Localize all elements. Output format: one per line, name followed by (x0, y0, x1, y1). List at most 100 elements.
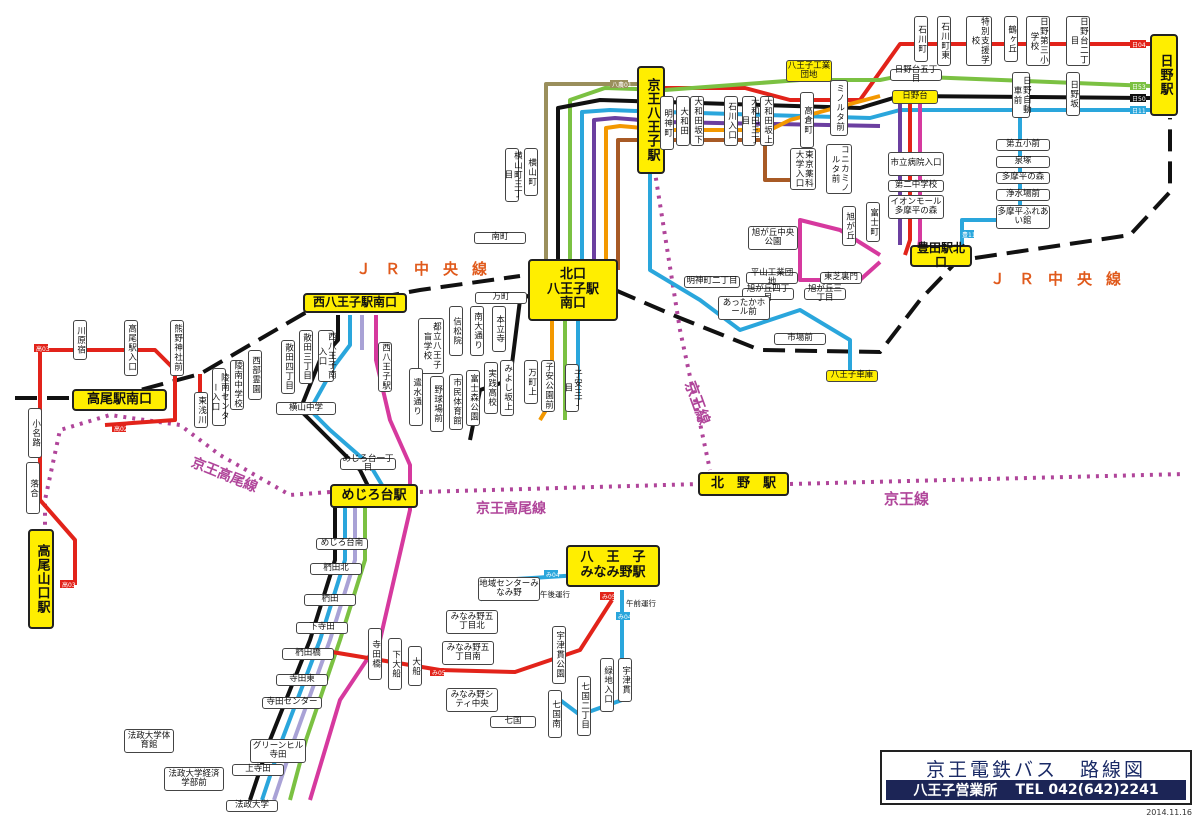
bus-stop: みなみ野五丁目北 (446, 610, 498, 634)
bus-stop: 市立病院入口 (888, 152, 944, 176)
svg-text:高03: 高03 (62, 581, 76, 589)
station-kitano[interactable]: 北 野 駅 (698, 472, 789, 496)
svg-text:み04: み04 (618, 614, 632, 621)
bus-stop: 旭が丘 (842, 206, 856, 246)
jr-chuo-label-west: ＪＲ中央線 (356, 260, 502, 278)
keio-line (43, 159, 1186, 540)
svg-text:日04: 日04 (1132, 42, 1146, 49)
station-hino[interactable]: 日野駅 (1150, 34, 1178, 116)
bus-stop: 陵南中学校 (230, 360, 244, 410)
bus-stop: 下大船 (388, 638, 402, 690)
bus-stop: 横山町 (524, 148, 538, 196)
bus-stop: 野球場前 (430, 376, 444, 432)
station-mejirodai[interactable]: めじろ台駅 (330, 484, 418, 508)
bus-stop: 石川町 (914, 16, 928, 62)
bus-stop: 日野自動車前 (1012, 72, 1031, 118)
svg-text:高02: 高02 (114, 425, 128, 433)
bus-stop: 大和田三丁目 (740, 96, 760, 146)
bus-stop: 浄水場前 (996, 189, 1050, 201)
bus-stop: 寺田センター (262, 697, 322, 709)
bus-stop: 熊野神社前 (170, 320, 184, 376)
map-date: 2014.11.16 (1146, 808, 1192, 817)
bus-stop: 本立寺 (492, 306, 506, 352)
bus-stop: 特別支援学校 (966, 16, 992, 66)
bus-stop: 富士森公園 (466, 370, 480, 426)
bus-stop: 七国二丁目 (577, 676, 591, 736)
bus-stop: 信松院 (449, 306, 463, 356)
bus-stop: 散田三丁目 (299, 330, 313, 384)
bus-stop: 宇津貫公園 (552, 626, 566, 684)
bus-stop: 大船 (408, 646, 422, 686)
bus-stop: 石川入口 (724, 96, 738, 146)
bus-stop: 東京薬科大学入口 (790, 148, 816, 190)
office-phone: TEL 042(642)2241 (1015, 782, 1159, 798)
station-takaosanguchi[interactable]: 高尾山口駅 (28, 529, 54, 629)
bus-stop: コニカミノルタ前 (826, 144, 852, 194)
bus-stop: 大和田坂上 (760, 96, 774, 146)
station-minamino[interactable]: 八 王 子 みなみ野駅 (566, 545, 660, 587)
bus-stop: みなみ野シティ中央 (446, 688, 498, 712)
bus-stop: 南町 (474, 232, 526, 244)
route-tags: 日04 日53 日50 日11 八農01 豊11 高03 高02 高03 み05… (34, 40, 1146, 677)
bus-stop: グリーンヒル寺田 (250, 739, 306, 763)
bus-stop: 寺田東 (276, 674, 328, 686)
bus-stop: 法政大学 (226, 800, 278, 812)
station-toyoda[interactable]: 豊田駅北口 (910, 241, 972, 269)
bus-stop: 地域センターみなみ野 (478, 577, 540, 601)
bus-stop: 多摩平の森 (996, 172, 1050, 184)
bus-stop: 椚田北 (310, 563, 362, 575)
station-takao[interactable]: 高尾駅南口 (72, 389, 167, 411)
bus-stop: 子安三丁目 (563, 364, 582, 412)
bus-stop: 日野坂 (1066, 72, 1080, 116)
svg-text:み05: み05 (602, 594, 616, 601)
jr-chuo-label-east: ＪＲ中央線 (990, 270, 1136, 288)
bus-stop: 横山中学 (276, 402, 336, 415)
bus-stop: 万町上 (524, 360, 538, 404)
bus-stop: 川原宿 (73, 320, 87, 360)
bus-stop: めじろ台南 (316, 538, 368, 550)
keio-line-label: 京王線 (884, 490, 930, 508)
bus-stop: 下寺田 (296, 622, 348, 634)
keio-takao-line-label: 京王高尾線 (476, 501, 546, 517)
legend-box: 京王電鉄バス 路線図 八王子営業所 TEL 042(642)2241 (880, 750, 1192, 805)
bus-stop: みなみ野五丁目南 (442, 641, 494, 665)
bus-stop: 日野台二丁目 (1066, 16, 1090, 66)
station-hachioji[interactable]: 北口 八王子駅 南口 (528, 259, 618, 321)
svg-text:日50: 日50 (1132, 96, 1146, 103)
bus-stop: 西八王子南入口 (317, 330, 336, 382)
svg-text:高03: 高03 (36, 345, 50, 353)
bus-stop: 西八王子駅 (378, 342, 392, 392)
bus-stop: 横山町三丁目 (503, 148, 522, 202)
legend-office-bar: 八王子営業所 TEL 042(642)2241 (886, 780, 1186, 800)
bus-stop: 市場前 (774, 333, 826, 345)
office-name: 八王子営業所 (913, 783, 998, 799)
bus-stop: 明神町 (660, 96, 674, 150)
bus-stop: 平山工業団地 (746, 268, 798, 287)
svg-text:日53: 日53 (1132, 84, 1146, 91)
bus-stop: 日野台 (892, 90, 938, 104)
bus-stop: 旭が丘中央公園 (748, 226, 798, 250)
bus-stop: 八王子車庫 (826, 370, 878, 382)
bus-stop: 子安公園前 (541, 360, 555, 412)
svg-text:み04: み04 (546, 572, 560, 579)
bus-stop: 法政大学経済学部前 (164, 767, 224, 791)
bus-stop: 緑地入口 (600, 658, 614, 712)
bus-stop: 七国南 (548, 690, 562, 738)
bus-stop: 高尾駅入口 (124, 320, 138, 376)
bus-stop: 遣水通り (409, 368, 423, 426)
bus-stop: めじろ台一丁目 (340, 454, 396, 473)
note-afternoon: 午後運行 (540, 590, 570, 599)
bus-stop: 寺田橋 (368, 628, 382, 680)
bus-stop: 南大通り (470, 306, 484, 356)
bus-stop: 泉塚 (996, 156, 1050, 168)
bus-stop: 西部霊園 (248, 350, 262, 400)
bus-stop: 第二中学校 (888, 180, 944, 192)
bus-stop: 日野台五丁目 (890, 65, 942, 84)
svg-text:八農01: 八農01 (612, 81, 632, 89)
bus-stop: 七国 (490, 716, 536, 728)
bus-stop: あったかホール前 (718, 296, 770, 320)
bus-stop: 多摩平ふれあい館 (996, 205, 1050, 229)
bus-stop: 椚田橋 (282, 648, 334, 660)
bus-stop: 椚田 (304, 594, 356, 606)
station-nishi-hachioji[interactable]: 西八王子駅南口 (303, 293, 407, 313)
